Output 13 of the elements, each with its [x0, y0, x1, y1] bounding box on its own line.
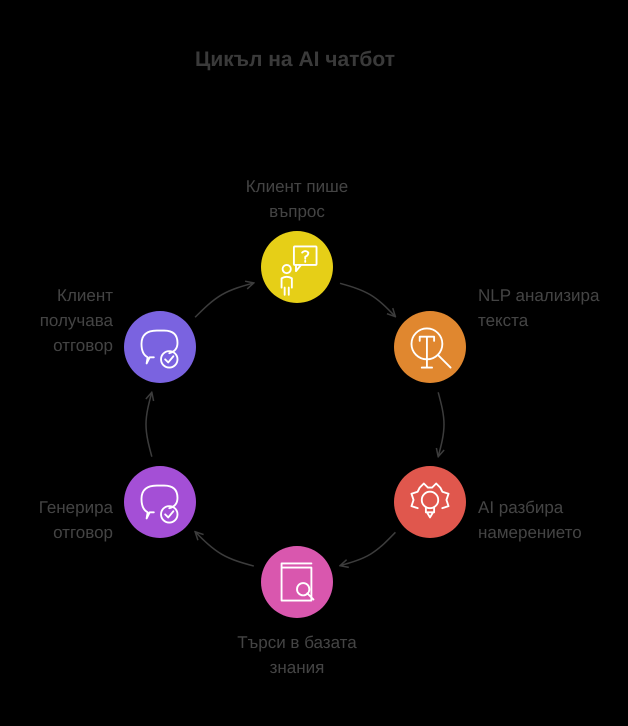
step-label: Генерира отговор — [38, 497, 113, 544]
step-label: Клиент получава отговор — [38, 285, 113, 357]
arrow — [340, 282, 396, 318]
arrow — [194, 530, 254, 567]
arrow — [145, 392, 154, 457]
step-label: Търси в базата знания — [236, 632, 358, 679]
arrow — [194, 280, 255, 318]
arrow — [339, 532, 396, 568]
diagram-title: Цикъл на AI чатбот — [194, 48, 396, 72]
step-label: NLP анализира текста — [478, 285, 600, 332]
step-label: AI разбира намерението — [478, 497, 583, 544]
arrow — [436, 392, 445, 458]
step-label: Клиент пише въпрос — [244, 176, 350, 223]
